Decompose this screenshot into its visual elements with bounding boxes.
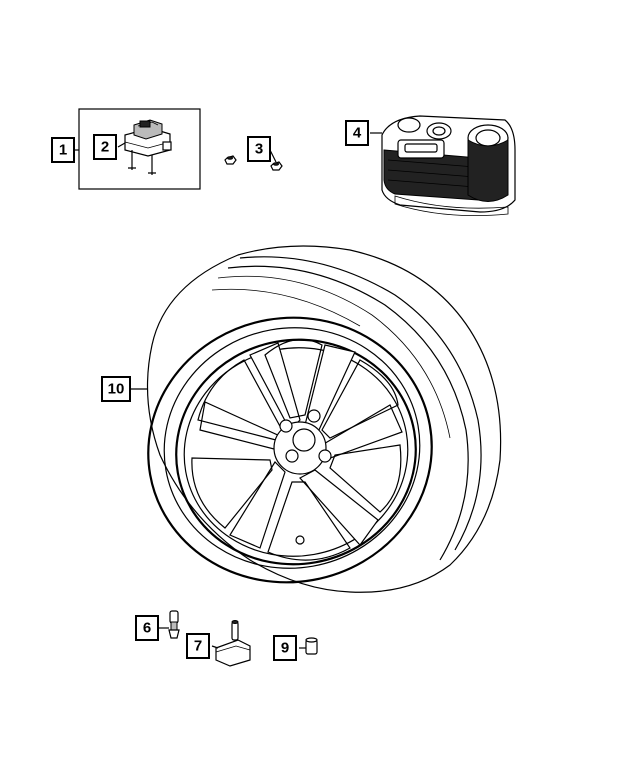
callout-label: 1 (59, 142, 67, 159)
callout-2: 2 (93, 134, 117, 160)
callout-label: 7 (194, 638, 202, 655)
valve-stem-part[interactable] (159, 610, 180, 639)
callout-label: 10 (108, 381, 125, 398)
callout-label: 9 (281, 640, 289, 657)
callout-label: 2 (101, 139, 109, 156)
callout-10: 10 (101, 376, 131, 402)
callout-label: 6 (143, 620, 151, 637)
module-group-frame (78, 108, 201, 190)
callout-3: 3 (247, 136, 271, 162)
wheel-tire-part[interactable] (127, 245, 502, 605)
callout-9: 9 (273, 635, 297, 661)
callout-label: 3 (255, 141, 263, 158)
callout-1: 1 (51, 137, 75, 163)
tpms-module-part[interactable] (117, 119, 172, 175)
callout-label: 4 (353, 125, 362, 142)
valve-cap-part[interactable] (299, 637, 318, 655)
tpms-sensor-part[interactable] (211, 620, 251, 667)
callout-7: 7 (186, 633, 210, 659)
inflator-kit-part[interactable] (370, 115, 516, 217)
callout-6: 6 (135, 615, 159, 641)
callout-4: 4 (345, 120, 369, 146)
